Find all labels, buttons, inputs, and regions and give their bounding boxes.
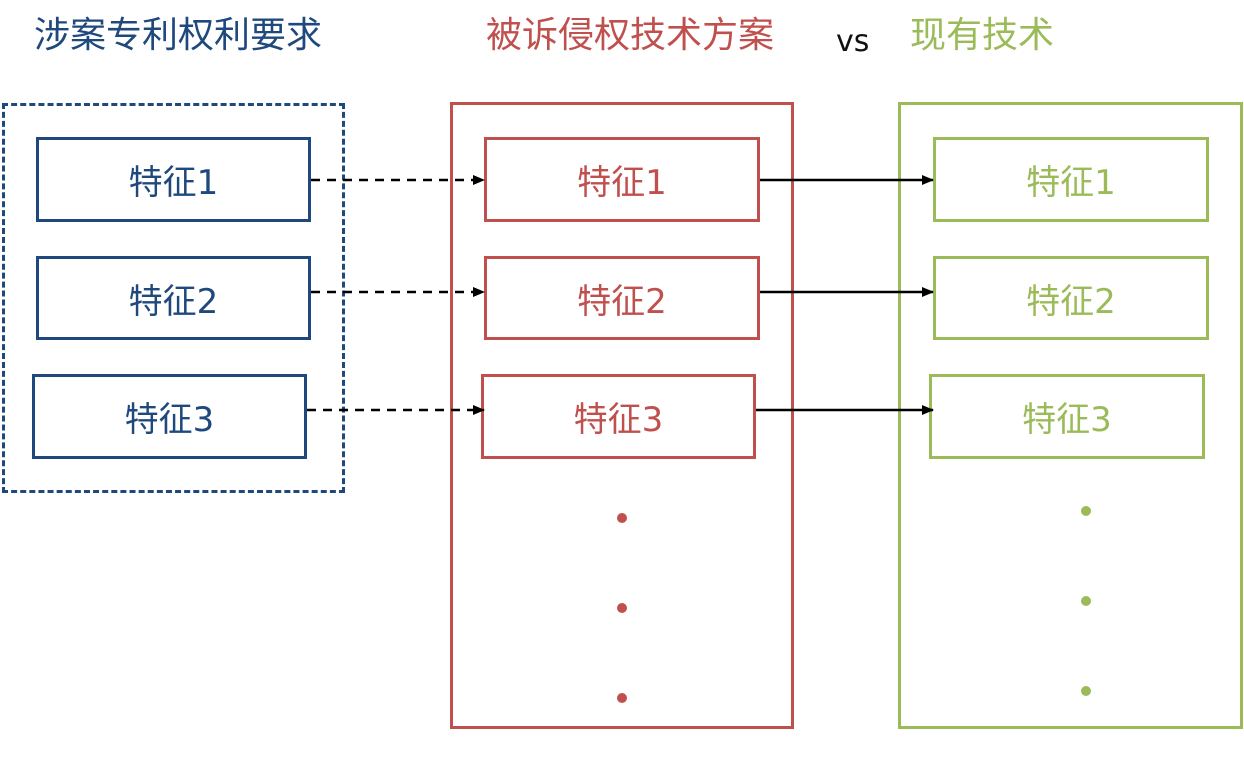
claims-feature-3: 特征3 bbox=[32, 374, 307, 459]
accused-scheme-frame bbox=[450, 102, 794, 729]
accused-feature-2: 特征2 bbox=[484, 256, 760, 340]
claims-feature-1: 特征1 bbox=[36, 137, 311, 222]
accused-feature-3: 特征3 bbox=[481, 374, 756, 459]
prior-art-feature-1: 特征1 bbox=[933, 137, 1209, 222]
accused-feature-1: 特征1 bbox=[484, 137, 760, 222]
accused-scheme-title: 被诉侵权技术方案 bbox=[486, 15, 775, 56]
prior-art-title: 现有技术 bbox=[910, 15, 1055, 56]
prior-art-frame bbox=[898, 102, 1243, 729]
vs-label: vs bbox=[836, 24, 870, 59]
claims-feature-2: 特征2 bbox=[36, 256, 311, 340]
prior-art-feature-3: 特征3 bbox=[929, 374, 1205, 459]
prior-art-feature-2: 特征2 bbox=[933, 256, 1209, 340]
claims-group-frame bbox=[2, 103, 345, 493]
claims-title: 涉案专利权利要求 bbox=[34, 15, 323, 56]
